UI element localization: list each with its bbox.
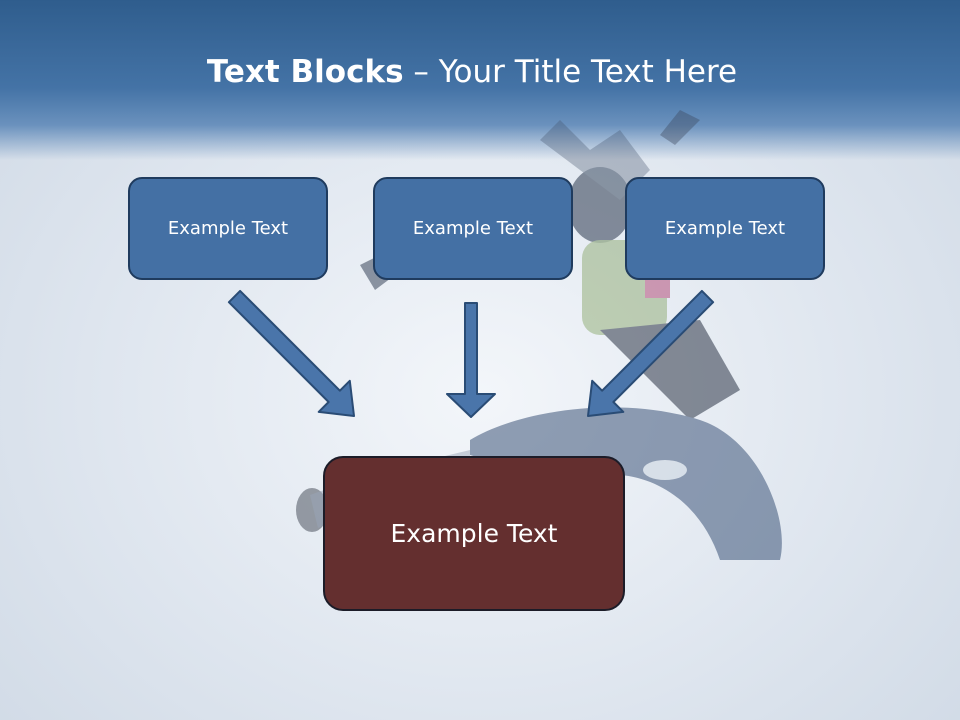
arrow-center: [446, 302, 496, 418]
text-box-left-label: Example Text: [167, 218, 289, 239]
slide-title: Text Blocks – Your Title Text Here: [0, 54, 944, 90]
target-text-box-label: Example Text: [390, 519, 558, 548]
text-box-right: Example Text: [625, 177, 825, 280]
target-text-box: Example Text: [323, 456, 625, 611]
arrow-right: [587, 289, 715, 417]
slide-title-bold: Text Blocks: [206, 54, 404, 90]
text-box-left: Example Text: [128, 177, 328, 280]
text-box-center-label: Example Text: [412, 218, 534, 239]
text-box-center: Example Text: [373, 177, 573, 280]
text-box-right-label: Example Text: [664, 218, 786, 239]
slide-title-dash: –: [403, 54, 439, 90]
slide-title-rest: Your Title Text Here: [438, 54, 738, 90]
arrow-left: [227, 289, 355, 417]
header-band: [0, 0, 960, 160]
